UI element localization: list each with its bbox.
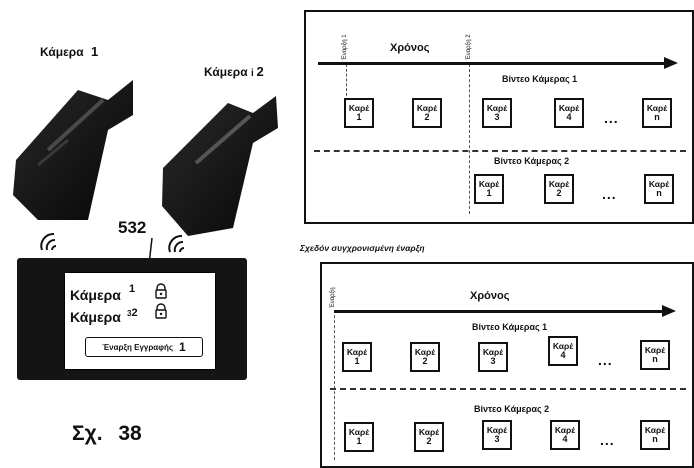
time-axis-arrowhead: [664, 57, 678, 69]
start-recording-button[interactable]: Έναρξη Εγγραφής 1: [85, 337, 203, 357]
start-marker-1: [346, 64, 347, 120]
start-marker: [334, 310, 335, 460]
camera2-icon: [162, 96, 278, 236]
lock-icon[interactable]: [153, 303, 169, 319]
ellipsis: ...: [604, 110, 619, 126]
phone-camera2-label: Κάμερα: [70, 309, 121, 325]
camera1-icon: [13, 80, 133, 220]
smartphone: Κάμερα 1 Κάμερα 32 Έναρξη Εγγραφής 1: [17, 258, 247, 380]
video1-label: Βίντεο Κάμερας 1: [472, 322, 548, 332]
video1-label: Βίντεο Κάμερας 1: [502, 74, 578, 84]
sync-caption: Σχεδόν συγχρονισμένη έναρξη: [300, 243, 425, 253]
wireless-signal-icon: [168, 235, 185, 253]
time-axis: [318, 62, 666, 65]
ellipsis: ...: [598, 352, 613, 368]
start-marker-2: [469, 64, 470, 214]
row-separator: [330, 388, 686, 390]
video2-label: Βίντεο Κάμερας 2: [474, 404, 550, 414]
time-axis-arrowhead: [662, 305, 676, 317]
time-label: Χρόνος: [470, 290, 510, 302]
start-label-1: Έναρξη 1: [342, 34, 348, 60]
time-axis: [334, 310, 664, 313]
wireless-signal-icon: [40, 233, 57, 251]
phone-screen: Κάμερα 1 Κάμερα 32 Έναρξη Εγγραφής 1: [64, 272, 216, 370]
time-label: Χρόνος: [390, 42, 430, 54]
phone-camera1-num: 1: [129, 283, 136, 295]
lock-icon[interactable]: [153, 283, 169, 299]
camera2-label: Κάμερα i 2: [204, 64, 264, 79]
phone-camera1-label: Κάμερα: [70, 287, 121, 303]
start-label-2: Έναρξη 2: [466, 34, 472, 60]
video2-label: Βίντεο Κάμερας 2: [494, 156, 570, 166]
phone-camera2-num: 32: [127, 307, 138, 319]
ellipsis: ...: [602, 186, 617, 202]
start-label: Έναρξη: [330, 287, 336, 308]
row-separator: [314, 150, 686, 152]
reference-number: 532: [118, 218, 147, 237]
figure-label: Σχ. 38: [72, 422, 142, 445]
camera1-label: Κάμερα 1: [40, 44, 99, 59]
ellipsis: ...: [600, 432, 615, 448]
top-timeline-panel: Έναρξη 1 Έναρξη 2 Χρόνος Βίντεο Κάμερας …: [304, 10, 694, 224]
